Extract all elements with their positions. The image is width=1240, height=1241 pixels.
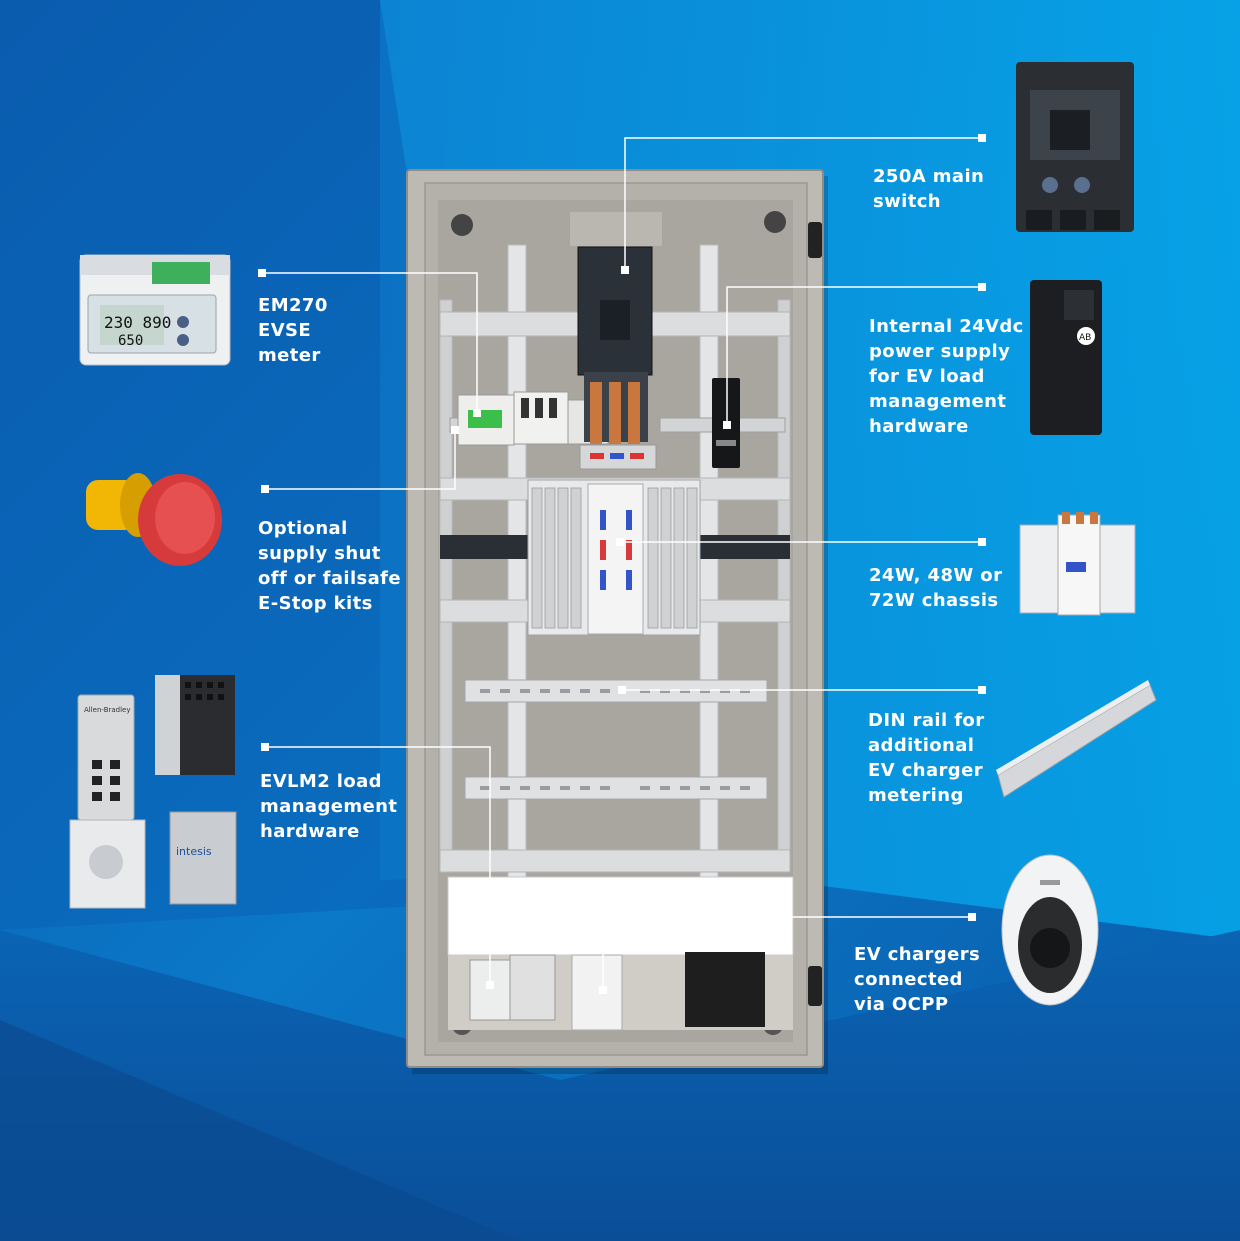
marker-chassis-in: [616, 538, 624, 546]
marker-chassis-out: [978, 538, 986, 546]
marker-evlm2-in: [486, 981, 494, 989]
label-chassis-line-2: 72W chassis: [869, 590, 999, 611]
label-evlm2-line-3: hardware: [260, 821, 360, 842]
label-chargers-line-2: connected: [854, 969, 963, 990]
marker-din-rail-in: [618, 686, 626, 694]
label-evlm2: EVLM2 load management hardware: [260, 769, 397, 844]
main-switch-image: [1016, 62, 1134, 232]
label-chassis-line-1: 24W, 48W or: [869, 565, 1003, 586]
bg-shape-bottom-left: [0, 1020, 520, 1241]
label-estop-line-4: E-Stop kits: [258, 593, 373, 614]
hinge-bottom: [808, 966, 822, 1006]
evlm2-hardware-image: Allen-Bradley intesis: [69, 675, 237, 909]
leader-em270: [262, 272, 478, 413]
label-chargers-line-3: via OCPP: [854, 994, 949, 1015]
marker-psu-out: [978, 283, 986, 291]
marker-main-switch-in: [621, 266, 629, 274]
label-din-rail-line-2: additional: [868, 735, 975, 756]
marker-estop-out: [261, 485, 269, 493]
leader-chargers: [602, 916, 972, 990]
meter-button-2: [177, 334, 189, 346]
label-psu: Internal 24Vdc power supply for EV load …: [869, 314, 1024, 439]
hinge-top: [808, 222, 822, 258]
mount-hole-tl: [451, 214, 473, 236]
label-chassis: 24W, 48W or 72W chassis: [869, 563, 1002, 613]
label-din-rail-line-1: DIN rail for: [868, 710, 985, 731]
label-estop-line-3: off or failsafe: [258, 568, 402, 589]
din-rail-image: [996, 680, 1157, 798]
label-estop: Optional supply shut off or failsafe E-S…: [258, 516, 401, 616]
psu-image: AB: [1030, 280, 1102, 435]
label-estop-line-1: Optional: [258, 518, 348, 539]
label-main-switch: 250A main switch: [873, 164, 984, 214]
meter-button-1: [177, 316, 189, 328]
psu-badge: AB: [1079, 333, 1091, 343]
em270-meter-image: 230 890 650: [79, 254, 231, 366]
marker-em270-out: [258, 269, 266, 277]
gateway-brand: intesis: [176, 845, 212, 858]
marker-din-rail-out: [978, 686, 986, 694]
marker-main-switch-out: [978, 134, 986, 142]
label-evlm2-line-1: EVLM2 load: [260, 771, 382, 792]
label-din-rail-line-4: metering: [868, 785, 964, 806]
leader-main-switch: [624, 137, 982, 270]
label-psu-line-5: hardware: [869, 416, 969, 437]
label-psu-line-1: Internal 24Vdc: [869, 316, 1024, 337]
label-psu-line-2: power supply: [869, 341, 1011, 362]
label-din-rail-line-3: EV charger: [868, 760, 983, 781]
marker-chargers-out: [968, 913, 976, 921]
meter-display-line-1: 230 890: [104, 313, 171, 332]
leader-estop: [265, 430, 456, 490]
label-psu-line-3: for EV load: [869, 366, 985, 387]
top-label-plate: [570, 212, 662, 246]
label-em270: EM270 EVSE meter: [258, 293, 328, 368]
cabinet-breaker-chassis: [527, 479, 701, 636]
enclosure: [406, 169, 828, 1074]
marker-evlm2-out: [261, 743, 269, 751]
cabinet-din-rail-1: [464, 679, 768, 703]
label-em270-line-3: meter: [258, 345, 321, 366]
label-psu-line-4: management: [869, 391, 1007, 412]
label-evlm2-line-2: management: [260, 796, 398, 817]
label-chargers-line-1: EV chargers: [854, 944, 981, 965]
mount-hole-tr: [764, 211, 786, 233]
ev-charger-image: [1001, 854, 1099, 1006]
cabinet-din-rail-2: [464, 776, 768, 800]
meter-display-line-2: 650: [118, 333, 143, 349]
cabinet-bottom-compartment: [447, 876, 794, 1031]
label-main-switch-line-1: 250A main: [873, 166, 985, 187]
leader-evlm2: [265, 746, 491, 985]
cabinet-main-switch: [577, 246, 657, 470]
estop-image: [86, 473, 222, 566]
callout-lines: [262, 137, 982, 990]
marker-chargers-in: [599, 986, 607, 994]
leader-psu: [726, 286, 982, 425]
callout-markers: [258, 134, 986, 994]
label-em270-line-2: EVSE: [258, 320, 312, 341]
chassis-image: [1019, 512, 1136, 616]
label-em270-line-1: EM270: [258, 295, 328, 316]
marker-estop-in: [451, 426, 459, 434]
marker-em270-in: [473, 409, 481, 417]
router-brand: Allen-Bradley: [84, 706, 131, 714]
label-din-rail: DIN rail for additional EV charger meter…: [868, 708, 984, 808]
label-estop-line-2: supply shut: [258, 543, 381, 564]
marker-psu-in: [723, 421, 731, 429]
label-main-switch-line-2: switch: [873, 191, 942, 212]
label-chargers: EV chargers connected via OCPP: [854, 942, 980, 1017]
